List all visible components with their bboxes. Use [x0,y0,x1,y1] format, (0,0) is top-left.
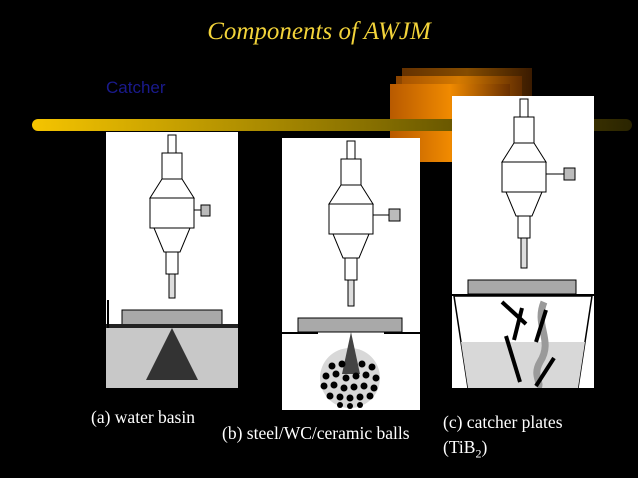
water-jet-cone [146,328,198,380]
panel-steel-balls [282,138,420,410]
catcher-label: Catcher [106,78,166,97]
caption-catcher-plates-line2: (TiB2) [443,437,487,462]
caption-tib-subscript: 2 [475,446,482,461]
catcher-plates-group [500,300,556,388]
jet-cone [342,332,360,374]
water-level [461,342,585,388]
caption-steel-balls: (b) steel/WC/ceramic balls [222,423,410,443]
caption-water-basin: (a) water basin [91,407,195,427]
caption-tib-suffix: ) [481,437,488,457]
balls-cluster [320,360,380,409]
panel-water-basin [106,132,238,388]
panel-catcher-plates [452,96,594,388]
slide-title: Components of AWJM [207,18,431,45]
caption-tib-prefix: (TiB [443,437,476,457]
caption-catcher-plates: (c) catcher plates [443,412,563,432]
